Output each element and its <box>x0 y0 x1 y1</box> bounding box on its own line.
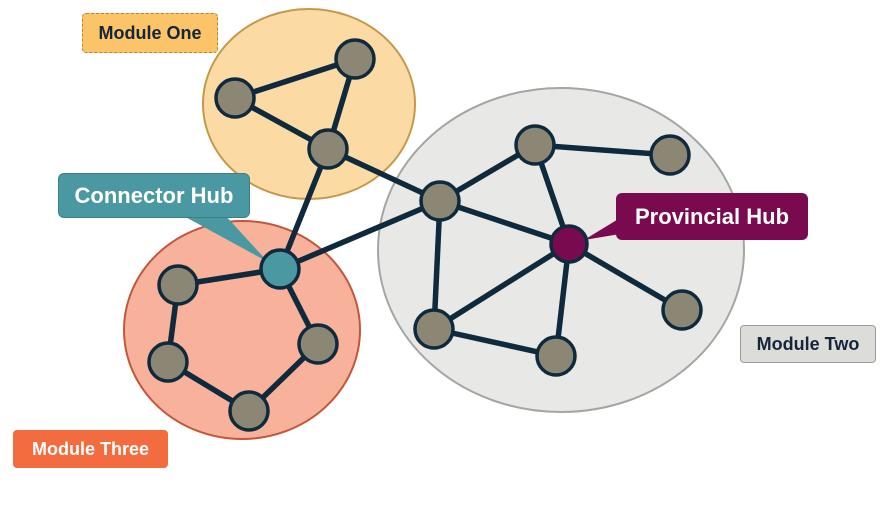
provincial-hub-node <box>549 224 589 264</box>
node <box>214 77 256 119</box>
node <box>514 124 556 166</box>
provincial-hub-label: Provincial Hub <box>616 193 808 240</box>
edge <box>431 326 559 359</box>
edge <box>437 198 572 247</box>
edge <box>232 56 358 101</box>
node <box>147 341 189 383</box>
node <box>334 38 376 80</box>
edge <box>277 146 331 272</box>
node-group <box>147 38 703 432</box>
node <box>661 289 703 331</box>
edge <box>431 241 572 332</box>
edge <box>532 142 673 158</box>
module-two-label: Module Two <box>740 325 876 363</box>
node <box>535 335 577 377</box>
node <box>228 390 270 432</box>
module-one-label: Module One <box>82 13 218 53</box>
connector-hub-node <box>259 248 301 290</box>
node <box>297 323 339 365</box>
connector-hub-label: Connector Hub <box>58 173 250 218</box>
node <box>157 264 199 306</box>
node <box>307 128 349 170</box>
provincial-hub-callout-pointer <box>584 218 620 240</box>
node <box>419 180 461 222</box>
connector-hub-callout-pointer <box>180 214 268 262</box>
module-three-label: Module Three <box>13 430 168 468</box>
node <box>413 308 455 350</box>
node <box>649 134 691 176</box>
edge <box>431 198 443 332</box>
edge <box>566 241 685 313</box>
edge <box>277 198 443 272</box>
